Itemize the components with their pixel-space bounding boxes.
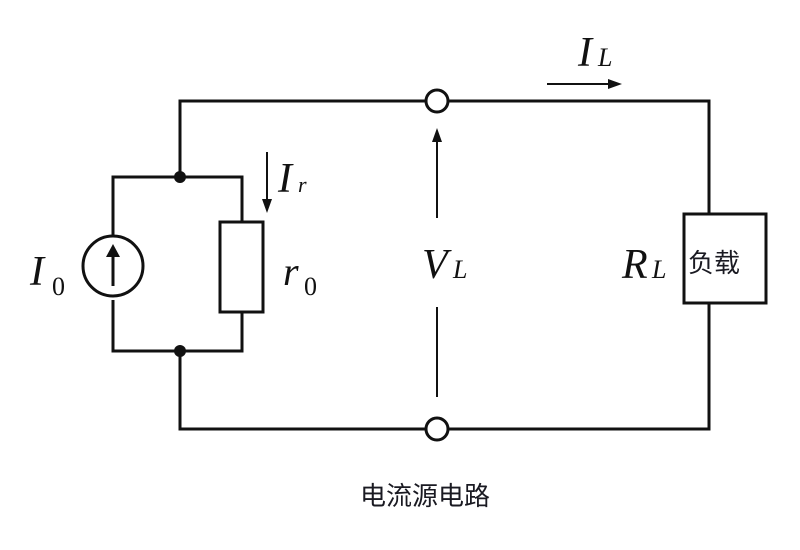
diagram-caption: 电流源电路: [360, 482, 490, 512]
junction-top: [174, 171, 186, 183]
internal-current-symbol: I: [277, 156, 294, 202]
internal-resistor-subscript: 0: [304, 272, 317, 301]
load-voltage-symbol: V: [422, 242, 452, 288]
internal-resistor: [218, 220, 265, 314]
load-box-text: 负载: [688, 249, 740, 279]
wires: [111, 99, 711, 431]
load-voltage-subscript: L: [452, 255, 467, 284]
load-current-subscript: L: [597, 43, 612, 72]
bottom-wire: [178, 303, 711, 431]
internal-resistor-symbol: r: [283, 249, 299, 294]
arrow-right-icon: [608, 79, 622, 89]
internal-current-subscript: r: [298, 172, 307, 197]
load-subscript: L: [651, 255, 666, 284]
terminal-bottom: [424, 416, 450, 442]
current-source: [81, 234, 145, 298]
load-box: [682, 212, 768, 305]
top-wire: [178, 99, 711, 214]
current-source-symbol: I: [29, 249, 46, 295]
terminal-top: [424, 88, 450, 114]
current-source-subscript: 0: [52, 272, 65, 301]
load-current-symbol: I: [577, 30, 594, 76]
arrow-up-icon: [432, 128, 442, 142]
arrow-up-icon: [106, 244, 120, 257]
arrow-down-icon: [262, 199, 272, 213]
junction-bottom: [174, 345, 186, 357]
load-symbol: R: [621, 242, 648, 288]
